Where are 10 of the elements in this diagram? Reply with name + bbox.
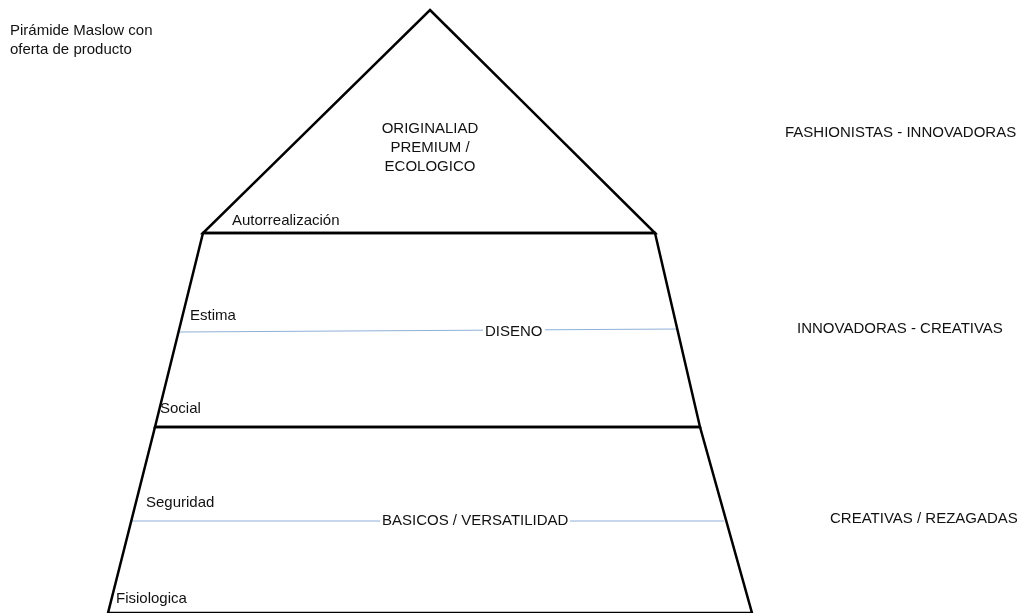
need-level-label: Estima <box>190 305 236 324</box>
need-level-label: Social <box>160 398 201 417</box>
diagram-title: Pirámide Maslow con oferta de producto <box>10 20 154 58</box>
need-level-label: Seguridad <box>146 492 215 511</box>
need-level-label: Fisiologica <box>116 588 187 607</box>
consumer-segment-label: INNOVADORAS - CREATIVAS <box>797 318 1003 337</box>
need-level-label: Autorrealización <box>232 210 340 229</box>
product-offer-label: ORIGINALIAD PREMIUM / ECOLOGICO <box>380 118 480 175</box>
consumer-segment-label: FASHIONISTAS - INNOVADORAS <box>785 122 1017 141</box>
consumer-segment-label: CREATIVAS / REZAGADAS <box>830 508 1018 527</box>
